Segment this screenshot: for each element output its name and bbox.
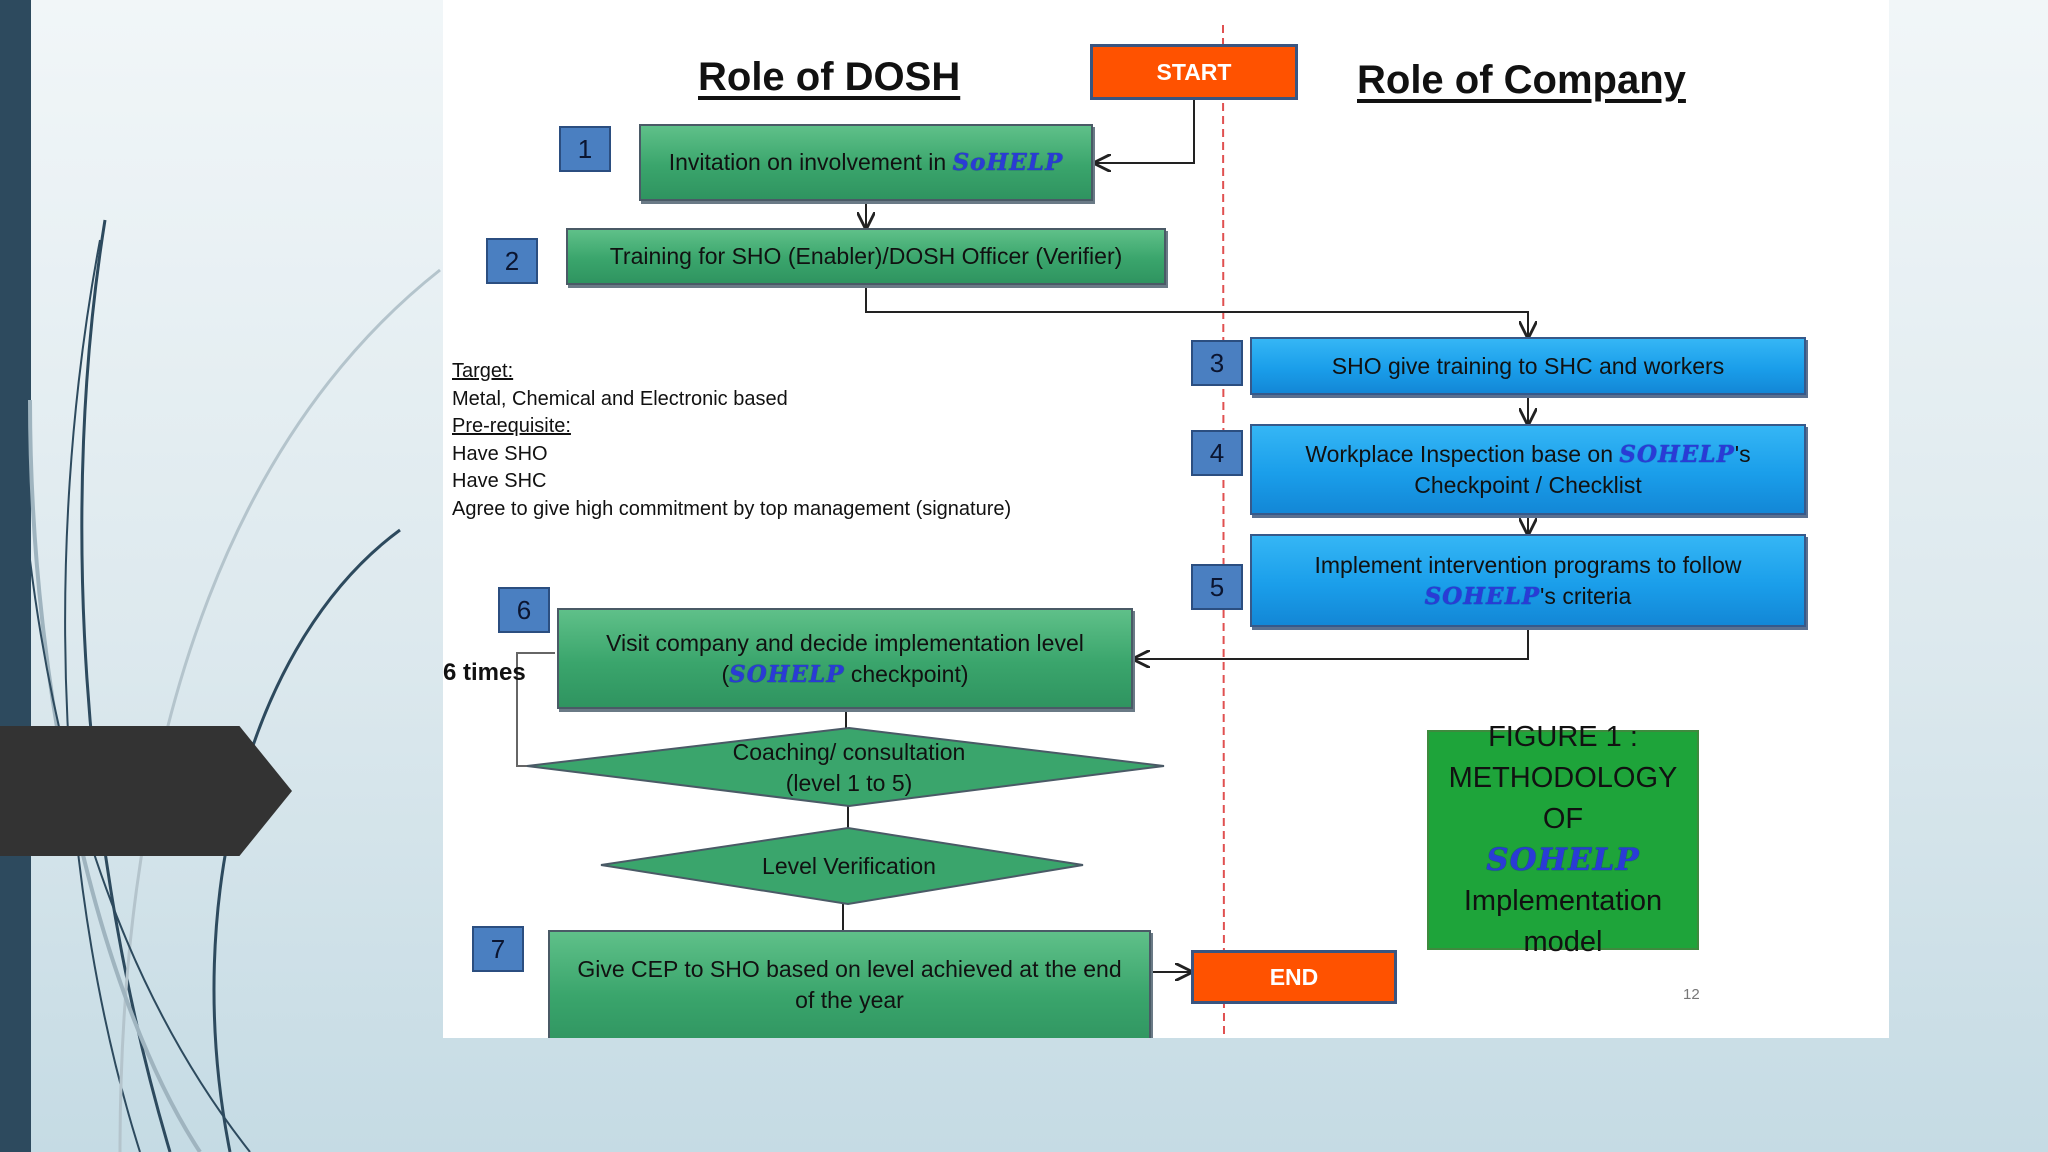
divider-line — [1222, 24, 1225, 1038]
step-4-sohelp: SOHELP — [1619, 440, 1735, 468]
figure-line4: model — [1523, 926, 1603, 958]
section-pointer-arrow — [0, 726, 292, 856]
figure-line1: FIGURE 1 : — [1488, 721, 1638, 753]
page-number: 12 — [1683, 986, 1700, 1003]
prereq-item: Agree to give high commitment by top man… — [452, 497, 1012, 520]
coaching-line2: (level 1 to 5) — [785, 770, 913, 796]
coaching-diamond — [526, 726, 1165, 808]
step-5-line1: Implement intervention programs to follo… — [1314, 551, 1742, 578]
coaching-line1: Coaching/ consultation — [732, 739, 966, 765]
prereq-label: Pre-requisite: — [452, 415, 571, 437]
step-6-line2-suffix: checkpoint) — [844, 660, 969, 687]
figure-sohelp: SOHELP — [1486, 842, 1640, 878]
decorative-curves — [28, 219, 441, 1152]
step-5-sohelp: SOHELP — [1424, 582, 1541, 610]
step-4-line1-suffix: 's — [1734, 440, 1751, 467]
verification-diamond-label: Level Verification — [762, 852, 936, 879]
step-2-text: Training for SHO (Enabler)/DOSH Officer … — [609, 243, 1123, 269]
role-of-dosh-heading: Role of DOSH — [698, 55, 961, 99]
connector-start-step1 — [1095, 100, 1195, 163]
step-6-number: 6 — [498, 587, 550, 633]
step-4-line1: Workplace Inspection base on — [1305, 440, 1620, 467]
step-7-number: 7 — [472, 926, 524, 972]
step-5-number: 5 — [1191, 564, 1243, 610]
step-4-box: Workplace Inspection base on SOHELP's Ch… — [1250, 424, 1806, 515]
figure-line3: Implementation — [1463, 885, 1663, 917]
figure-caption-box: FIGURE 1 : METHODOLOGY OF SOHELP Impleme… — [1427, 721, 1699, 958]
loop-count-label: 6 times — [443, 659, 526, 686]
step-1-sohelp: SoHELP — [952, 149, 1064, 176]
step-2-number: 2 — [486, 238, 538, 284]
target-text: Metal, Chemical and Electronic based — [452, 387, 788, 410]
step-7-line2: of the year — [795, 987, 904, 1013]
role-of-company-heading: Role of Company — [1357, 58, 1686, 102]
step-7-box: Give CEP to SHO based on level achieved … — [548, 930, 1151, 1038]
verification-diamond — [600, 826, 1084, 906]
figure-line2: METHODOLOGY OF — [1448, 762, 1678, 835]
connector-lines — [516, 24, 1889, 1038]
step-6-box: Visit company and decide implementation … — [557, 608, 1133, 709]
coaching-diamond-label: Coaching/ consultation (level 1 to 5) — [649, 736, 1049, 800]
step-5-box: Implement intervention programs to follo… — [1250, 534, 1806, 627]
step-1-text: Invitation on involvement in — [668, 149, 953, 175]
connector-step5-step6 — [1134, 627, 1529, 659]
prereq-item: Have SHC — [452, 470, 547, 492]
step-1-box: Invitation on involvement in SoHELP — [639, 124, 1093, 201]
loop-back-connector — [516, 652, 555, 767]
step-3-box: SHO give training to SHC and workers — [1250, 337, 1806, 395]
start-terminal: START — [1090, 44, 1298, 100]
step-2-box: Training for SHO (Enabler)/DOSH Officer … — [566, 228, 1166, 285]
step-3-text: SHO give training to SHC and workers — [1331, 352, 1725, 379]
step-7-line1: Give CEP to SHO based on level achieved … — [577, 956, 1122, 982]
target-label: Target: — [452, 360, 514, 382]
end-terminal: END — [1191, 950, 1397, 1004]
step-1-number: 1 — [559, 126, 611, 172]
diagram-slide: Role of DOSH Role of Company START 1 Inv… — [443, 0, 1889, 1038]
step-6-line1: Visit company and decide implementation … — [606, 629, 1084, 656]
step-4-number: 4 — [1191, 430, 1243, 476]
step-6-sohelp: SOHELP — [729, 660, 845, 688]
step-6-prefix: ( — [721, 660, 730, 687]
step-3-number: 3 — [1191, 340, 1243, 386]
prereq-item: Have SHO — [452, 442, 548, 465]
step-5-line2-suffix: 's criteria — [1540, 582, 1632, 609]
requirements-info: Target: Metal, Chemical and Electronic b… — [452, 358, 1011, 523]
connector-step2-step3 — [865, 285, 1528, 337]
left-accent-bar — [0, 0, 31, 1152]
step-4-line2: Checkpoint / Checklist — [1414, 471, 1642, 498]
